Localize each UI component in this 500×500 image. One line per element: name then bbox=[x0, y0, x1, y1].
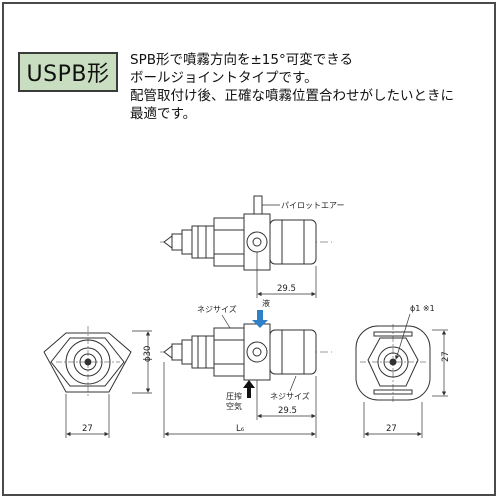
description-line-3: 配管取付け後、正確な噴霧位置合わせがしたいときに bbox=[130, 88, 454, 104]
overall-length-label: L₆ bbox=[236, 424, 245, 434]
right-height-dimension bbox=[432, 329, 448, 397]
pilot-air-label: パイロットエアー bbox=[281, 201, 345, 210]
top-side-view bbox=[160, 195, 332, 271]
right-end-view bbox=[355, 324, 431, 402]
left-width-label: 27 bbox=[82, 424, 93, 434]
middle-side-view bbox=[160, 323, 332, 381]
neji-size-bottom-label: ネジサイズ bbox=[270, 391, 310, 401]
middle-dimension-29-5 bbox=[256, 376, 317, 420]
description-line-4: 最適です。 bbox=[130, 106, 197, 122]
model-badge: USPB形 bbox=[18, 52, 118, 92]
liquid-arrow bbox=[252, 310, 268, 328]
neji-size-top-label: ネジサイズ bbox=[197, 304, 237, 314]
neji-size-top-leader bbox=[221, 314, 231, 329]
left-end-view bbox=[43, 326, 132, 398]
right-width-label: 27 bbox=[386, 424, 397, 434]
left-diameter-label: ϕ30 bbox=[143, 346, 153, 362]
top-dimension-label: 29.5 bbox=[277, 284, 296, 294]
orifice-label: ϕ1 ※1 bbox=[410, 304, 435, 313]
top-dimension-29-5 bbox=[256, 252, 317, 298]
description-line-1: SPB形で噴霧方向を±15°可変できる bbox=[130, 52, 353, 68]
pressure-air-label-1: 圧搾 bbox=[226, 391, 242, 401]
pressure-air-arrow bbox=[243, 380, 255, 398]
overall-length-dimension bbox=[163, 362, 317, 438]
description: SPB形で噴霧方向を±15°可変できる ボールジョイントタイプです。 配管取付け… bbox=[130, 51, 495, 123]
right-height-label: 27 bbox=[441, 351, 451, 362]
orifice-leader bbox=[395, 313, 411, 360]
neji-size-bottom-leader bbox=[289, 375, 297, 392]
right-width-dimension bbox=[363, 402, 423, 438]
liquid-label: 液 bbox=[262, 298, 270, 308]
pressure-air-label-2: 空気 bbox=[226, 401, 242, 411]
left-width-dimension bbox=[65, 394, 110, 438]
left-diameter-dimension bbox=[132, 330, 152, 394]
description-line-2: ボールジョイントタイプです。 bbox=[130, 70, 318, 86]
middle-dimension-label: 29.5 bbox=[278, 406, 297, 416]
